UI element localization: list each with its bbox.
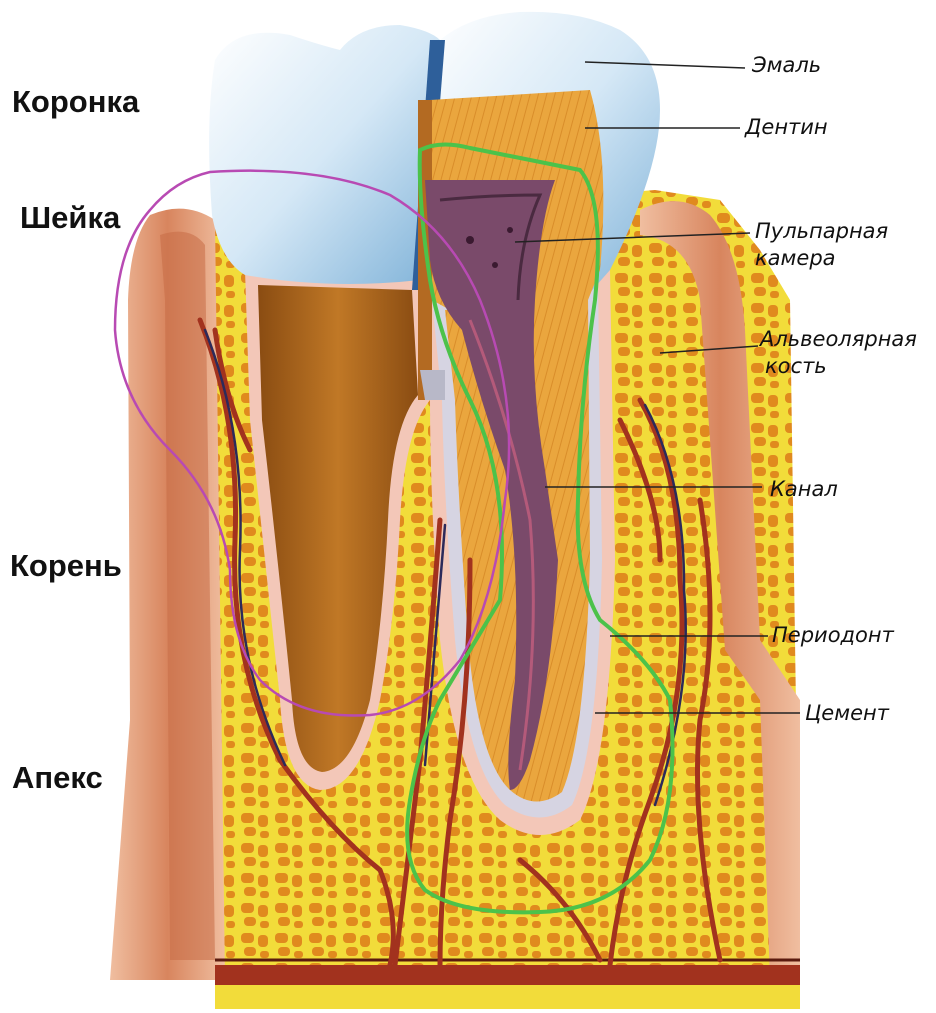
label-apex: Апекс bbox=[12, 760, 103, 796]
label-alveolar-bone-line2: кость bbox=[760, 353, 917, 380]
label-crown: Коронка bbox=[12, 84, 139, 120]
label-pulp-chamber-line1: Пульпарная bbox=[755, 218, 888, 245]
label-cementum: Цемент bbox=[805, 700, 889, 727]
label-enamel: Эмаль bbox=[752, 52, 821, 79]
label-neck: Шейка bbox=[20, 200, 120, 236]
label-dentin: Дентин bbox=[745, 114, 828, 141]
label-alveolar-bone: Альвеолярная кость bbox=[760, 326, 917, 380]
base-vessels bbox=[215, 960, 800, 1009]
label-alveolar-bone-line1: Альвеолярная bbox=[760, 326, 917, 353]
label-periodontium: Периодонт bbox=[772, 622, 894, 649]
label-pulp-chamber-line2: камера bbox=[755, 245, 888, 272]
label-pulp-chamber: Пульпарная камера bbox=[755, 218, 888, 272]
label-root: Корень bbox=[10, 548, 122, 584]
label-canal: Канал bbox=[770, 476, 838, 503]
